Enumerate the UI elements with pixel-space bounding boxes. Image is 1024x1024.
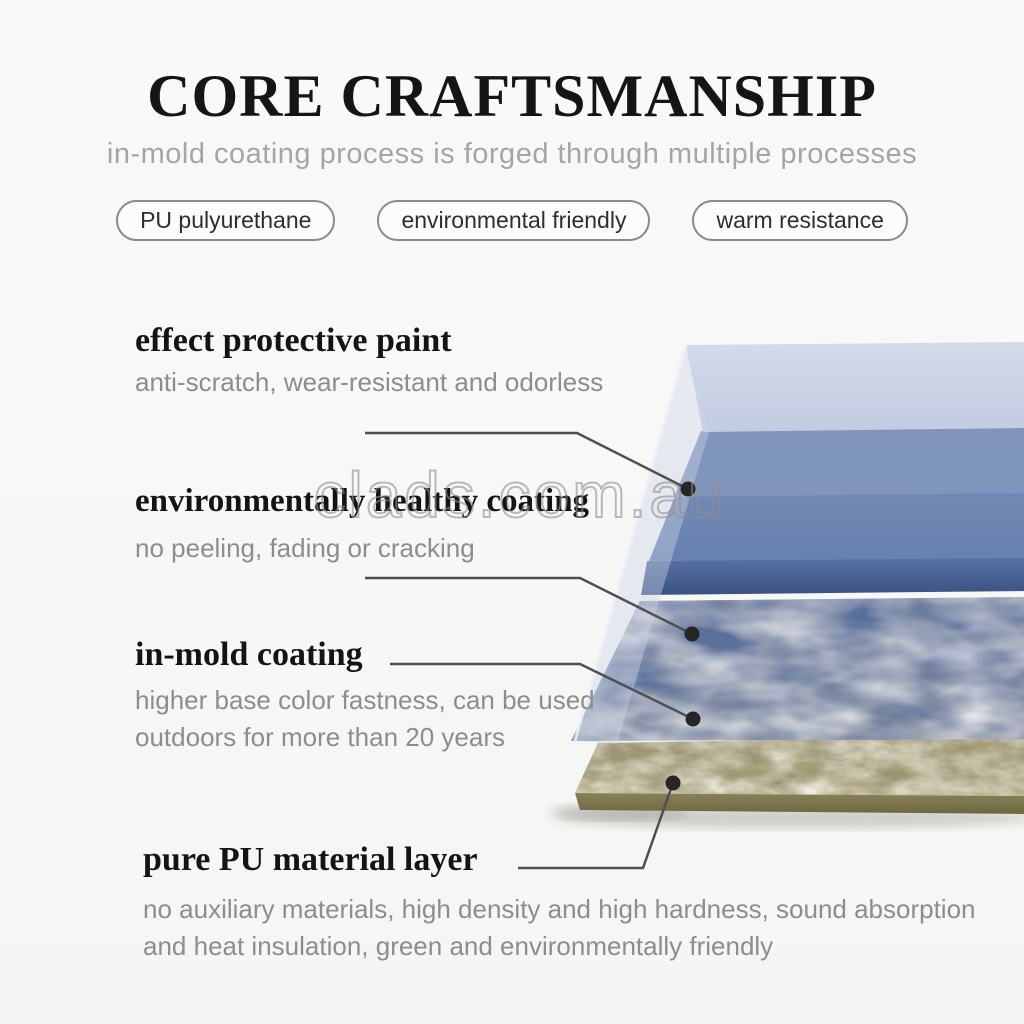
leader-line-pu-layer [518,782,675,870]
layer-label-inmold-coating: in-mold coating [135,636,363,673]
protective-sheet-edge-highlight [573,344,688,742]
coating-layer-front-edge [641,556,1024,595]
layer-dot-1 [680,481,696,497]
pu-layer-surface [575,736,1024,796]
badge-pu-polyurethane: PU pulyurethane [116,200,336,241]
leader-line-inmold-coating [390,662,694,721]
page-title: CORE CRAFTSMANSHIP [147,63,877,129]
coating-layer-sheen [674,427,1024,497]
layer-desc-inmold-coating: higher base color fastness, can be used … [135,685,595,752]
layer-dot-2 [684,626,700,642]
leader-line-healthy-coating [365,576,693,636]
layer-desc-protective-paint: anti-scratch, wear-resistant and odorles… [135,367,604,397]
layer-desc-healthy-coating: no peeling, fading or cracking [135,533,475,563]
protective-sheet-surface [686,342,1024,432]
pu-layer-front-edge [575,793,1024,814]
badge-environmental-friendly: environmental friendly [377,200,651,241]
feature-badges: PU pulyurethane environmental friendly w… [0,200,1024,241]
layer-label-healthy-coating: environmentally healthy coating [135,483,590,519]
inmold-layer-surface [571,597,1024,741]
layer-label-protective-paint: effect protective paint [135,322,452,359]
layer-desc-pu-layer: no auxiliary materials, high density and… [143,894,976,961]
leader-line-protective-paint [365,431,689,491]
layer-label-pu-layer: pure PU material layer [143,841,478,878]
badge-warm-resistance: warm resistance [692,200,908,241]
page-subtitle: in-mold coating process is forged throug… [106,138,918,170]
protective-sheet-overhang [575,345,709,744]
layer-dot-3 [685,711,701,727]
layer-dot-4 [665,775,681,791]
